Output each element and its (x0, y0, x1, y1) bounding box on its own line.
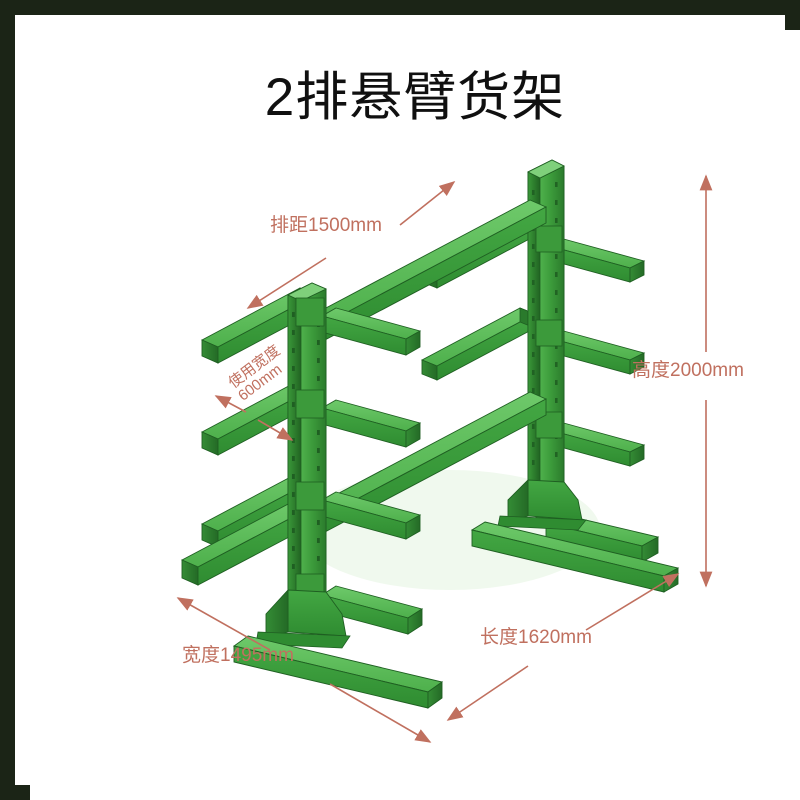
dimline-usable-lower (257, 419, 294, 441)
front-column-assembly (180, 282, 444, 709)
front-column-post (287, 282, 327, 601)
dimension-label-height: 高度2000mm (632, 360, 744, 381)
front-arm-l3-right (320, 491, 422, 540)
front-base-foot (255, 588, 351, 649)
dimline-length-upper (585, 573, 680, 631)
dimline-width-lower (329, 683, 432, 743)
rear-base-foot (497, 478, 587, 531)
rear-arm-l2-right (544, 329, 646, 375)
front-arm-l2-right (320, 399, 422, 448)
front-arm-l1-right (320, 307, 422, 356)
dimline-width-upper (176, 597, 271, 651)
dimline-row-pitch-upper (399, 181, 456, 226)
dimension-label-length: 长度1620mm (480, 627, 592, 648)
page-title: 2排悬臂货架 (264, 68, 566, 127)
front-base-beam (232, 635, 444, 709)
dimension-label-row-pitch: 排距1500mm (270, 215, 382, 236)
diagram-canvas: 2排悬臂货架 (30, 30, 800, 800)
rear-arm-l2-left (420, 307, 537, 381)
dimension-label-width: 宽度1495mm (182, 645, 294, 666)
rear-arm-l3-right (544, 421, 646, 467)
dimline-row-pitch-lower (246, 257, 327, 309)
dimline-usable-upper (214, 395, 247, 413)
rear-arm-l1-right (544, 237, 646, 283)
cantilever-rack-illustration (176, 159, 713, 743)
dimline-length-lower (446, 665, 529, 721)
dimension-lines (176, 174, 713, 743)
